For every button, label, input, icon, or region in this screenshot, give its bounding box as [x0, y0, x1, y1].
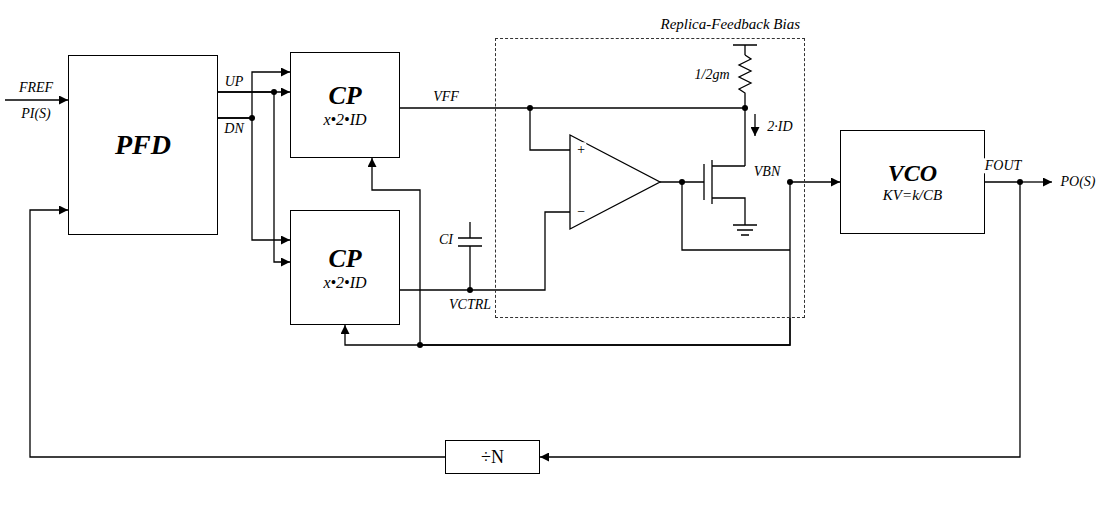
signal-wire [218, 72, 290, 118]
signal-wire [400, 289, 495, 290]
block-title: ÷N [481, 447, 504, 468]
charge-pump-box: CPx•2•ID [290, 52, 400, 158]
junction-dot [787, 179, 793, 185]
block-title: PFD [115, 129, 171, 161]
block-title: CP [328, 81, 361, 111]
capacitor-symbol [458, 222, 482, 290]
nmos-transistor [660, 160, 745, 225]
pfd-box: PFD [68, 55, 218, 235]
signal-label: VFF [432, 89, 460, 104]
block-title: CP [328, 244, 361, 274]
junction-dot [527, 105, 533, 111]
block-title: VCO [888, 160, 937, 187]
vco-box: VCOKV=k/CB [840, 130, 985, 234]
signal-label: FOUT [984, 158, 1023, 173]
current-arrow [754, 114, 755, 136]
signal-label: VBN [753, 164, 781, 179]
block-parameter: x•2•ID [323, 274, 366, 292]
signal-wire [805, 181, 840, 182]
signal-wire [218, 92, 290, 262]
minus-input-wire [495, 212, 570, 290]
signal-wire [345, 318, 790, 345]
plus-input-wire [530, 108, 570, 150]
junction-dot [679, 179, 685, 185]
vbn-wire [682, 182, 805, 318]
signal-label: DN [223, 121, 244, 136]
block-parameter: x•2•ID [323, 111, 366, 129]
signal-label: PI(S) [20, 106, 52, 121]
opamp-symbol [570, 135, 660, 229]
junction-dot [742, 105, 748, 111]
signal-label: VCTRL [448, 297, 492, 312]
signal-label: PO(S) [1060, 174, 1097, 189]
signal-wire [218, 118, 290, 240]
signal-wire [372, 158, 790, 345]
divider-box: ÷N [445, 440, 540, 474]
reference-input-wire [5, 99, 68, 100]
output-wire [1020, 181, 1052, 182]
signal-wire [30, 210, 445, 457]
supply-symbol [733, 45, 757, 55]
signal-label: + [575, 142, 586, 157]
resistor-symbol [739, 55, 751, 166]
signal-label: UP [224, 74, 245, 89]
ground-symbol [733, 225, 757, 235]
signal-label: CI [438, 232, 454, 247]
region-heading: Replica-Feedback Bias [660, 16, 800, 33]
block-parameter: KV=k/CB [883, 187, 942, 204]
signal-label: 2·ID [766, 119, 793, 134]
signal-label: FREF [18, 80, 54, 95]
charge-pump-box: CPx•2•ID [290, 210, 400, 325]
signal-wire [400, 107, 495, 108]
signal-label: 1/2gm [694, 67, 731, 82]
signal-label: − [575, 204, 586, 219]
